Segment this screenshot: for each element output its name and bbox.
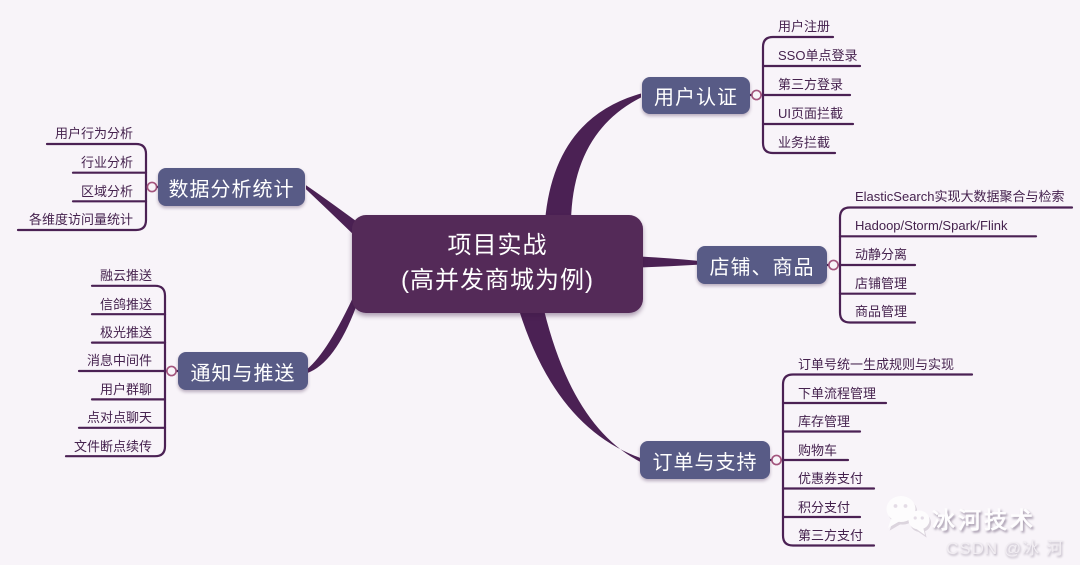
watermark-brand: 冰河技术 [932,507,1036,533]
branch-node-order-pay[interactable]: 订单与支持 [640,441,770,479]
watermark-credit: CSDN @冰 河 [946,539,1064,558]
branch-node-shop-goods[interactable]: 店铺、商品 [697,246,827,284]
wechat-bubbles-icon [884,494,932,543]
leaf-topic[interactable]: 区域分析 [80,184,133,199]
branch-wires-order-pay [768,373,974,547]
leaf-topic[interactable]: 用户行为分析 [54,126,133,141]
branch-node-user-auth[interactable]: 用户认证 [642,77,750,114]
leaf-topic[interactable]: 优惠券支付 [798,471,864,486]
leaf-topic[interactable]: 动静分离 [855,247,908,262]
branch-wires-user-auth [748,35,862,155]
leaf-topic[interactable]: 融云推送 [99,268,152,283]
leaf-topic[interactable]: 点对点聊天 [86,410,152,425]
leaf-topic[interactable]: 文件断点续传 [73,439,152,454]
leaf-topic[interactable]: 订单号统一生成规则与实现 [798,357,955,372]
root-branch-curves [306,93,697,463]
leaf-topic[interactable]: 用户群聊 [99,382,152,397]
root-title-line2: (高并发商城为例) [401,267,594,294]
leaf-topic[interactable]: 信鸽推送 [99,297,152,312]
leaf-topic[interactable]: 店铺管理 [855,276,908,291]
leaf-topic[interactable]: 用户注册 [778,19,831,34]
root-title-line1: 项目实战 [447,232,548,260]
leaf-topic[interactable]: 各维度访问量统计 [28,212,133,227]
leaf-topic[interactable]: ElasticSearch实现大数据聚合与检索 [855,189,1065,204]
leaf-topic[interactable]: 购物车 [798,442,838,458]
leaf-topic[interactable]: SSO单点登录 [778,48,858,63]
branch-node-data-analysis[interactable]: 数据分析统计 [158,168,305,206]
root-node[interactable]: 项目实战 (高并发商城为例) [352,215,643,313]
leaf-topic[interactable]: 消息中间件 [86,353,152,368]
leaf-topic[interactable]: 商品管理 [855,304,908,319]
leaf-topic[interactable]: 库存管理 [798,414,851,429]
leaf-topic[interactable]: 行业分析 [80,155,133,170]
leaf-topic[interactable]: 业务拦截 [778,135,831,150]
leaf-topic[interactable]: 下单流程管理 [798,385,877,401]
leaf-topic[interactable]: Hadoop/Storm/Spark/Flink [855,218,1008,233]
leaf-topic[interactable]: 第三方登录 [778,77,844,92]
connector-rings [146,89,839,466]
leaf-topic[interactable]: UI页面拦截 [778,106,844,121]
leaf-topic[interactable]: 第三方支付 [798,528,864,543]
branch-node-notify-push[interactable]: 通知与推送 [178,352,308,390]
leaf-topic[interactable]: 积分支付 [798,499,851,515]
leaf-topic[interactable]: 极光推送 [99,325,152,340]
